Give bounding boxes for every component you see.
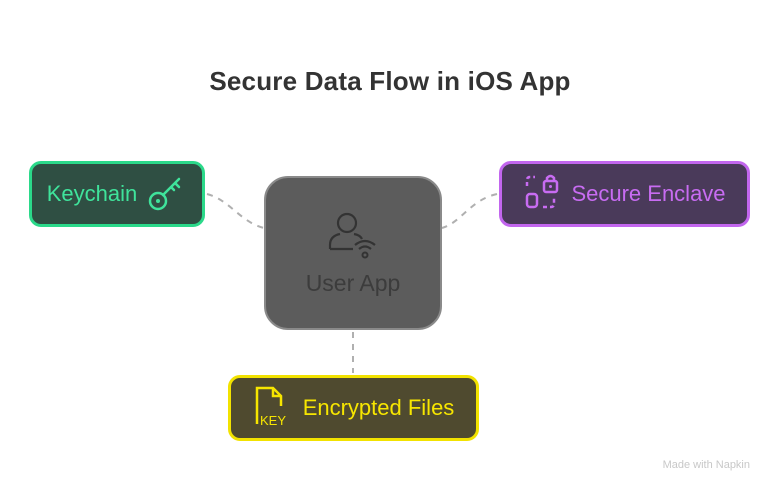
- keychain-label: Keychain: [46, 181, 138, 206]
- encrypted-files-label: Encrypted Files: [302, 395, 455, 420]
- key-file-icon-text: KEY: [260, 413, 286, 428]
- secure-enclave-label: Secure Enclave: [571, 181, 726, 206]
- user-wifi-icon: [325, 209, 381, 266]
- diagram-title: Secure Data Flow in iOS App: [209, 66, 571, 96]
- key-file-icon: KEY: [253, 384, 293, 433]
- user-app-label: User App: [305, 270, 401, 296]
- keychain-node: Keychain: [29, 161, 205, 227]
- secure-enclave-node: Secure Enclave: [499, 161, 750, 227]
- napkin-watermark: Made with Napkin: [662, 459, 750, 471]
- connector-enclave-app: [441, 193, 498, 229]
- lock-icon: [523, 172, 561, 217]
- key-icon: [147, 172, 187, 217]
- connector-keychain-app: [206, 193, 265, 229]
- user-app-node: User App: [264, 176, 442, 330]
- encrypted-files-node: KEY Encrypted Files: [228, 375, 479, 441]
